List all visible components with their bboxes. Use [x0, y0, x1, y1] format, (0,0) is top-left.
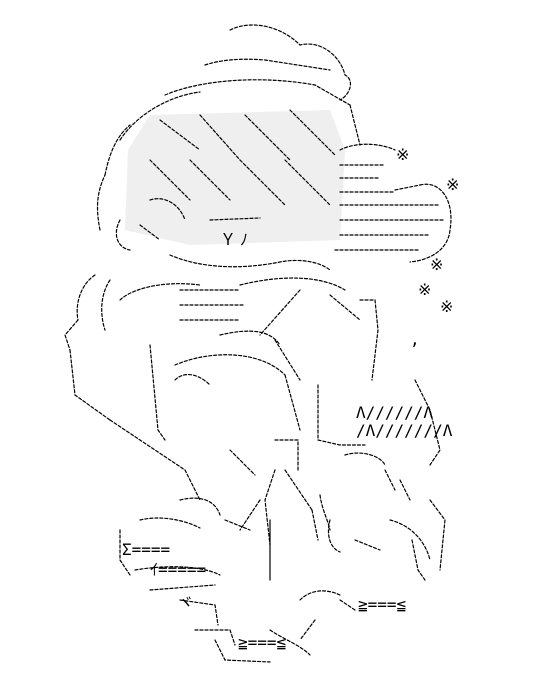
foot-glyph: ≧===≦: [358, 595, 406, 614]
feet: ヾ ≧===≦ ≧===≦: [178, 590, 406, 663]
hatching-glyph: Λ//////Λ: [356, 403, 433, 422]
left-arm: [64, 274, 201, 501]
sparkle-glyph: ※: [430, 255, 443, 274]
hair-shading: [125, 109, 345, 245]
torso: [149, 277, 346, 441]
sleeve-glyph: Σ====: [122, 540, 170, 559]
lower-body: [174, 373, 446, 581]
face: Ｙ ﾉ: [115, 198, 331, 271]
hair-stripes: [334, 164, 452, 263]
tail-glyph: ヾ: [178, 593, 194, 612]
face-mark-glyph: ﾉ: [240, 230, 248, 249]
hair-outline: [96, 24, 396, 231]
sparkle-glyph: ※: [418, 280, 431, 299]
left-sleeve: Σ==== ｲ=====: [119, 497, 251, 591]
sleeve-glyph: ｲ=====: [150, 560, 206, 579]
foot-glyph: ≧===≦: [238, 633, 286, 652]
sparkle-glyph: ※: [446, 175, 459, 194]
sparkles: ※ ※ ※ ※ ※: [396, 145, 459, 316]
sparkle-glyph: ※: [440, 297, 453, 316]
right-body: , Λ//////Λ /Λ///////Λ: [317, 294, 453, 501]
comma-glyph: ,: [410, 330, 420, 349]
hatching-glyph: /Λ///////Λ: [356, 421, 453, 440]
face-mark-glyph: Ｙ: [220, 230, 236, 249]
sparkle-glyph: ※: [396, 145, 409, 164]
